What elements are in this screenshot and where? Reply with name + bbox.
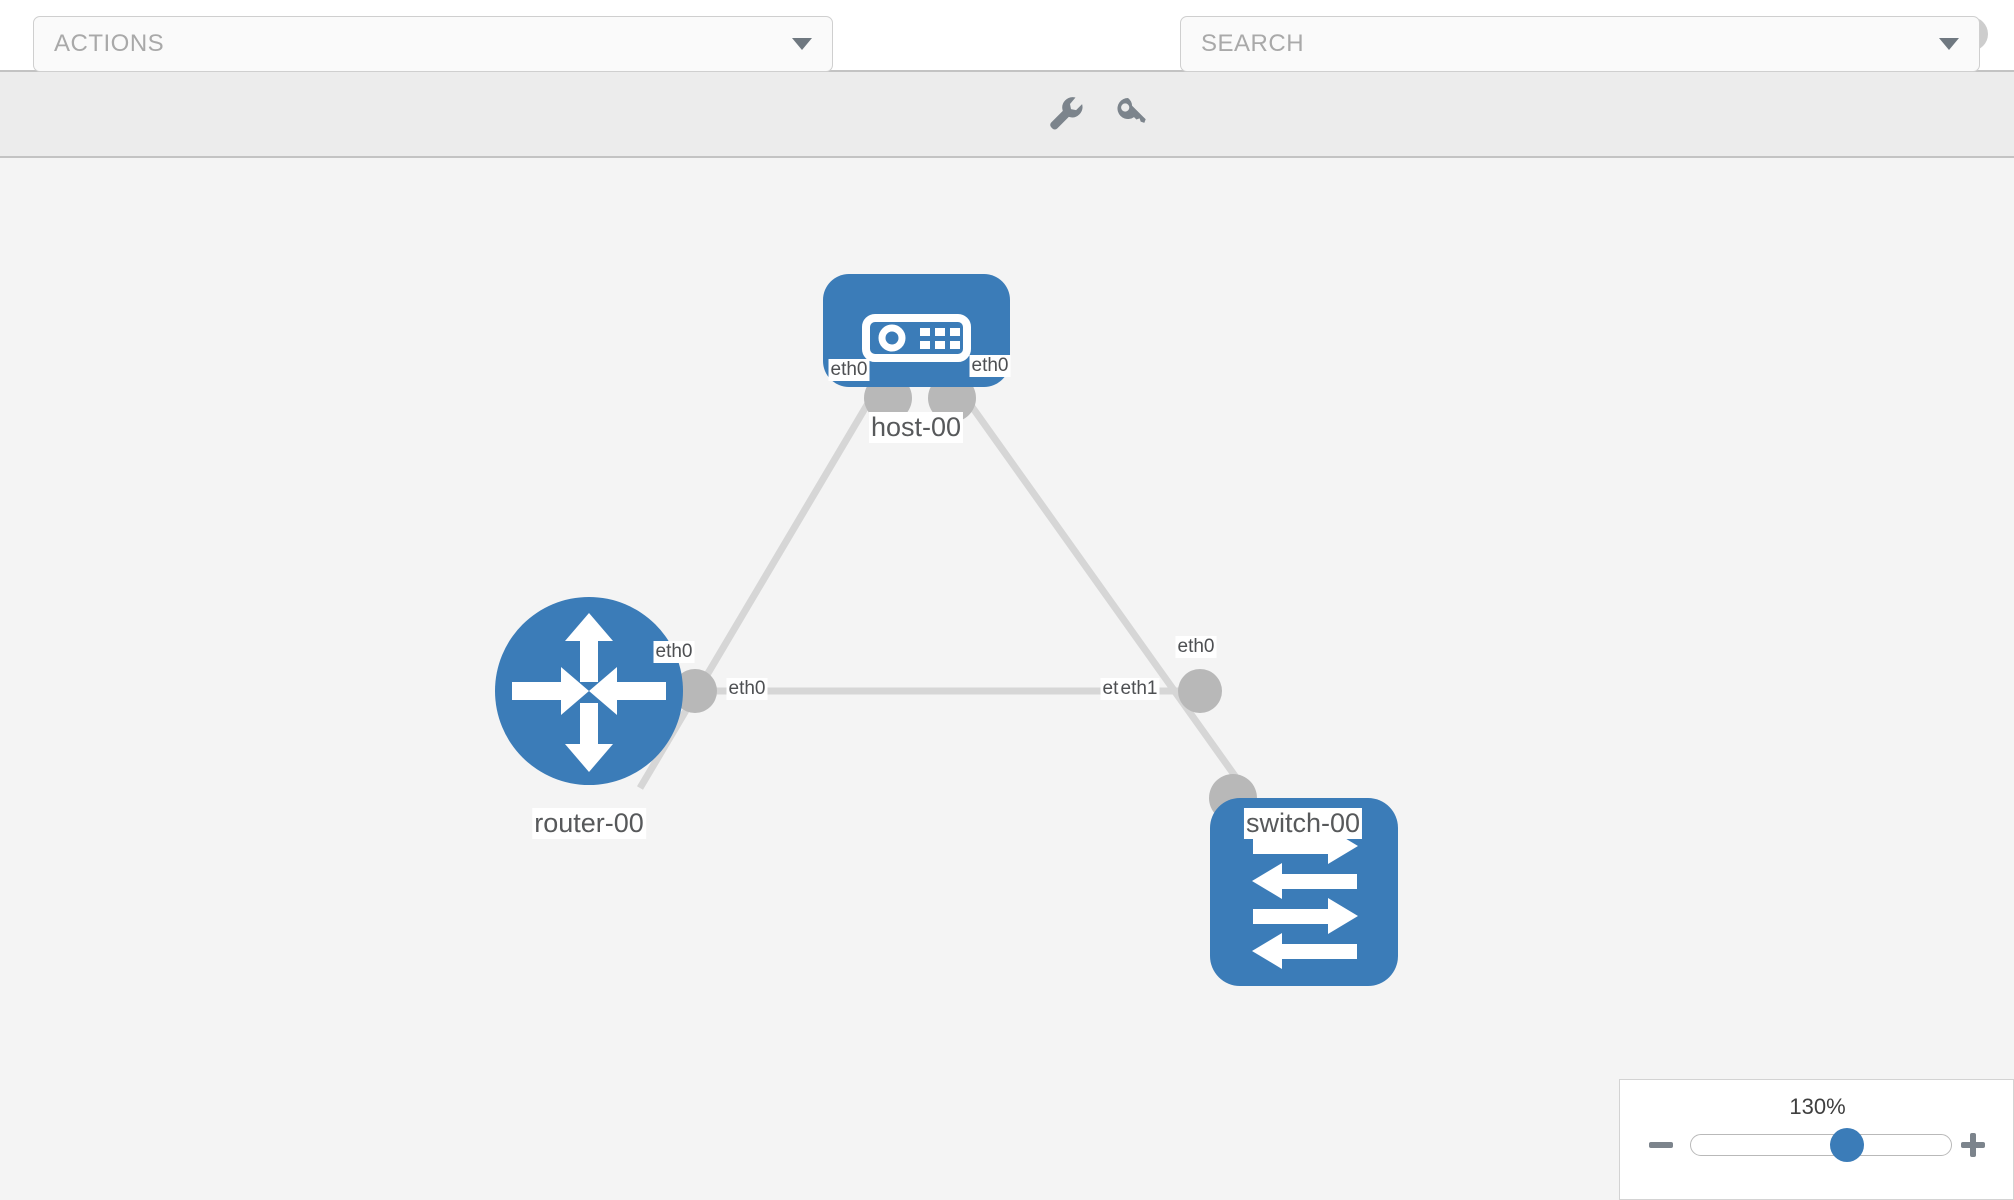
edge-label-router-eth0: eth0 <box>726 678 768 700</box>
zoom-slider[interactable] <box>1690 1128 1952 1162</box>
actions-dropdown[interactable]: ACTIONS <box>33 16 833 72</box>
node-router-00[interactable] <box>495 597 683 785</box>
toolbar <box>0 70 2014 158</box>
search-input-value: SEARCH <box>1201 30 1305 57</box>
router-arrows-icon <box>512 613 666 772</box>
zoom-slider-thumb[interactable] <box>1830 1128 1864 1162</box>
edge-label-router-up: eth0 <box>653 641 695 663</box>
wrench-icon[interactable] <box>1042 90 1088 136</box>
topology-ports <box>673 374 1257 822</box>
topology-links <box>636 380 1248 793</box>
node-label-router: router-00 <box>532 808 646 839</box>
plus-icon[interactable] <box>1958 1130 1988 1160</box>
node-label-switch: switch-00 <box>1243 808 1363 839</box>
edge-label-host-right: eth0 <box>969 355 1011 377</box>
edge-label-switch-up: eth0 <box>1175 636 1217 658</box>
port-handle[interactable] <box>1178 669 1222 713</box>
node-label-host: host-00 <box>868 412 964 443</box>
topology-canvas[interactable]: host-00 router-00 switch-00 eth0 eth0 et… <box>0 158 2014 1200</box>
search-input[interactable]: SEARCH <box>1180 16 1980 72</box>
key-icon[interactable] <box>1110 90 1156 136</box>
edge-label-host-left: eth0 <box>828 359 870 381</box>
link-host-router[interactable] <box>636 381 884 790</box>
link-host-switch[interactable] <box>952 380 1248 793</box>
minus-icon[interactable] <box>1646 1130 1676 1160</box>
zoom-level-value: 130% <box>1789 1094 1846 1119</box>
chevron-down-icon <box>1939 38 1959 50</box>
topology-graph <box>495 274 1398 986</box>
edge-label-switch-eth1: eth1 <box>1118 678 1160 700</box>
chevron-down-icon <box>792 38 812 50</box>
server-icon <box>862 314 971 362</box>
actions-dropdown-value: ACTIONS <box>54 30 165 57</box>
port-handle[interactable] <box>673 669 717 713</box>
node-host-00[interactable] <box>823 274 1010 387</box>
zoom-control-panel: 130% <box>1619 1079 2014 1200</box>
